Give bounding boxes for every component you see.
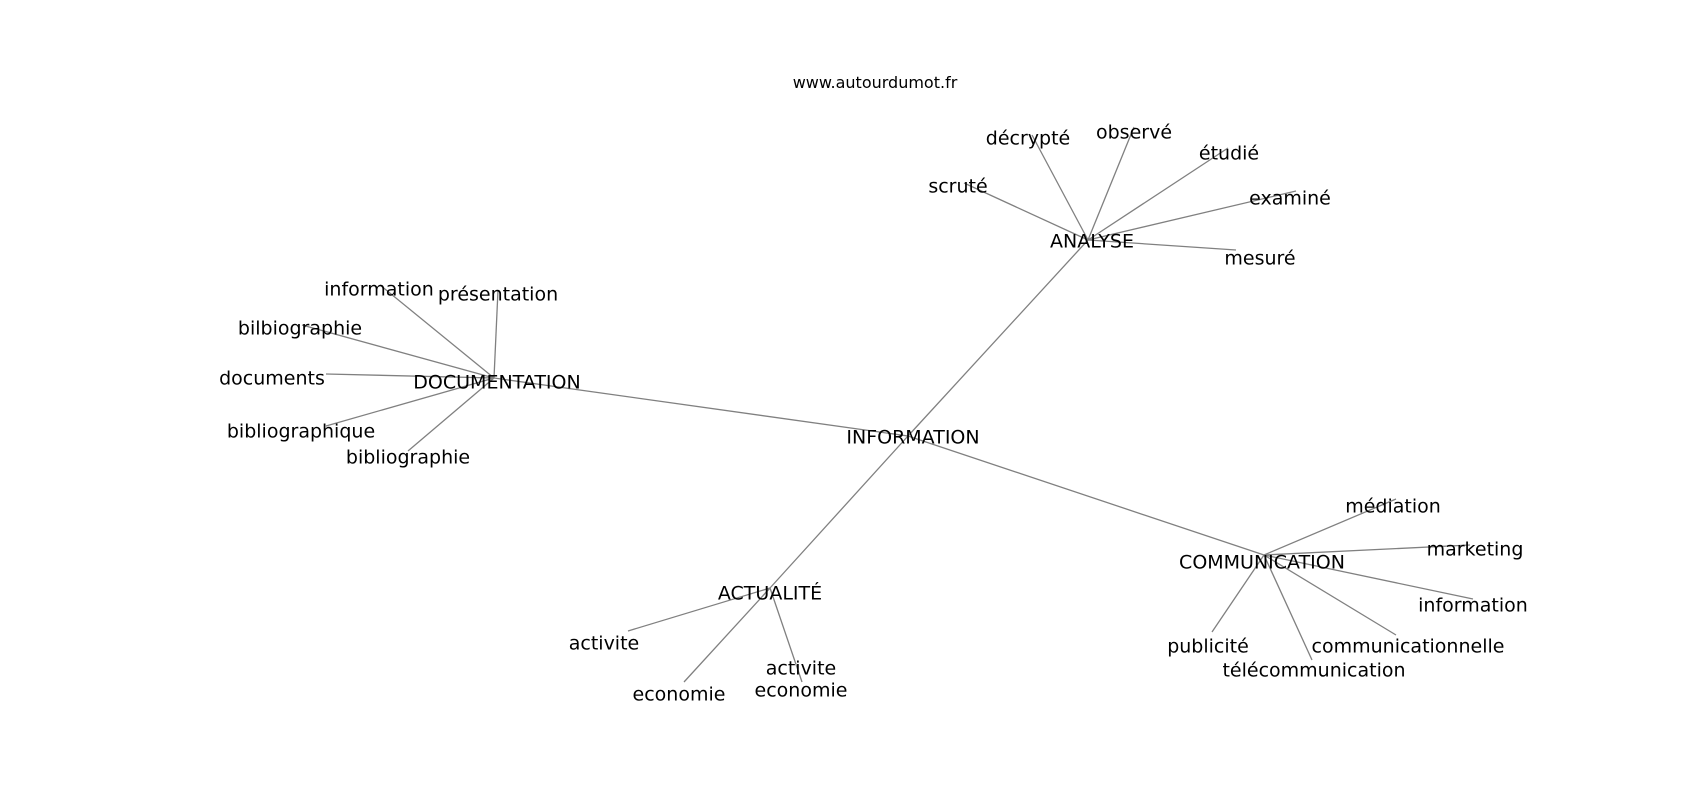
word-node-label: publicité [1167,636,1249,658]
word-node-label: étudié [1199,143,1259,165]
hub-node-label: ANALYSE [1050,231,1134,253]
edge-0-3 [1087,147,1229,241]
word-node-label: information [324,279,434,301]
edge-3-2 [769,587,803,683]
word-node-label: information [1418,595,1528,617]
word-node-label: décrypté [986,128,1070,150]
word-node-label: documents [219,368,325,390]
hub-node-label: COMMUNICATION [1179,552,1345,574]
edge-2-1 [1263,544,1471,556]
word-node-label: mesuré [1224,248,1295,270]
edge-3-0 [627,587,771,632]
hub-node-label: ACTUALITÉ [718,582,822,605]
word-node-label: bilbiographie [238,318,362,340]
word-node-label: scruté [928,176,987,198]
center-node-label: INFORMATION [846,427,979,449]
word-node-label: observé [1096,122,1172,144]
edge-2-3 [1211,554,1265,633]
edge-0-1 [1087,126,1135,241]
word-node-label: examiné [1249,188,1331,210]
edge-1-2 [301,324,495,379]
edge-2-0 [1263,498,1397,556]
hub-node-label: DOCUMENTATION [413,372,580,394]
edge-0-4 [1087,190,1297,241]
edge-0-5 [1087,239,1237,251]
edge-center-1 [493,377,909,437]
edge-2-2 [1263,554,1474,600]
edge-0-2 [963,182,1089,241]
edge-center-2 [907,435,1265,556]
word-node-label: activite [569,633,639,655]
edge-2-5 [1263,554,1313,661]
edge-1-0 [379,284,495,379]
word-node-label: bibliographique [227,421,375,443]
site-caption: www.autourdumot.fr [793,73,958,92]
edge-1-5 [407,377,495,452]
edge-1-4 [325,377,495,427]
edge-center-0 [907,239,1089,437]
edge-0-0 [1031,134,1089,241]
word-node-label: médiation [1345,496,1441,518]
word-node-label: marketing [1427,539,1524,561]
edge-2-4 [1263,554,1397,636]
edge-1-1 [493,289,499,379]
edge-center-3 [769,435,909,589]
edge-3-1 [683,587,771,683]
labels-layer: www.autourdumot.fr INFORMATION ANALYSE déc… [219,73,1528,706]
edge-1-3 [325,373,495,379]
edges-layer [301,126,1474,683]
word-node-label: télécommunication [1222,660,1405,682]
word-node-label: bibliographie [346,447,470,469]
word-node-label: communicationnelle [1312,636,1505,658]
word-node-label: economie [633,684,726,706]
word-node-label: présentation [438,284,558,306]
